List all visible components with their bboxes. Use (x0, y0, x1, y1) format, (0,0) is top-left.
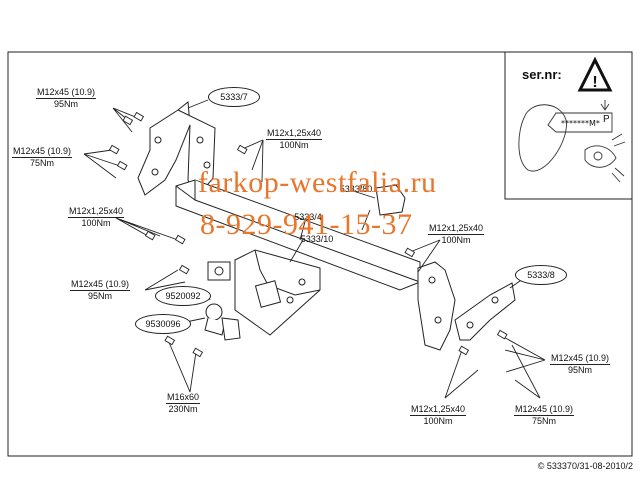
serial-p-mark: P (603, 114, 610, 125)
right-bracket (417, 261, 456, 351)
torque-label: M16x60 230Nm (166, 392, 201, 415)
fasteners (83, 107, 546, 399)
torque-value: 100Nm (81, 218, 111, 228)
tow-ball (204, 303, 241, 341)
serial-box-frame (504, 51, 633, 200)
bolt-spec: M12x45 (10.9) (36, 87, 97, 99)
outer-bracket-right (454, 282, 516, 341)
serial-stars-text: *******M* (561, 119, 600, 128)
torque-label: M12x45 (10.9) 95Nm (550, 353, 611, 376)
part-ref-oval: 5333/8 (515, 265, 567, 285)
watermark-site: farkop-westfalia.ru (198, 166, 437, 199)
bolt-marks (108, 111, 508, 358)
part-ref-oval: 9520092 (155, 286, 211, 306)
central-plate (234, 249, 321, 336)
socket-block (207, 261, 231, 281)
torque-value: 100Nm (441, 235, 471, 245)
drawing-frame (7, 51, 633, 457)
part-ref-oval: 5333/80 (339, 184, 373, 194)
torque-value: 95Nm (54, 99, 79, 109)
small-bracket (375, 184, 406, 216)
bolt-spec: M12x45 (10.9) (550, 353, 611, 365)
torque-value: 100Nm (279, 140, 309, 150)
watermark-phone: 8-929-941-15-37 (200, 208, 413, 241)
torque-label: M12x1,25x40 100Nm (428, 223, 485, 246)
part-ref-oval: 9530096 (135, 314, 191, 334)
bolt-spec: M16x60 (166, 392, 201, 404)
bolt-spec: M12x45 (10.9) (514, 404, 575, 416)
torque-label: M12x45 (10.9) 75Nm (514, 404, 575, 427)
bolt-spec: M12x1,25x40 (410, 404, 467, 416)
part-ref-oval: 5333/7 (208, 87, 260, 107)
torque-label: M12x45 (10.9) 75Nm (12, 146, 73, 169)
torque-value: 75Nm (30, 158, 55, 168)
torque-value: 100Nm (423, 416, 453, 426)
left-bracket (137, 101, 216, 202)
torque-value: 95Nm (88, 291, 113, 301)
bolt-spec: M12x45 (10.9) (70, 279, 131, 291)
torque-label: M12x1,25x40 100Nm (68, 206, 125, 229)
torque-value: 230Nm (168, 404, 198, 414)
torque-value: 75Nm (532, 416, 557, 426)
torque-value: 95Nm (568, 365, 593, 375)
bolt-spec: M12x1,25x40 (428, 223, 485, 235)
serial-plate-icon (518, 100, 626, 183)
torque-label: M12x45 (10.9) 95Nm (70, 279, 131, 302)
bolt-spec: M12x1,25x40 (68, 206, 125, 218)
copyright-footer: © 533370/31-08-2010/2 (537, 461, 633, 471)
part-ref-oval: 5333/10 (300, 234, 334, 244)
torque-label: M12x1,25x40 100Nm (410, 404, 467, 427)
part-ref-oval: 5333/4 (294, 212, 322, 222)
bolt-spec: M12x1,25x40 (266, 128, 323, 140)
torque-label: M12x45 (10.9) 95Nm (36, 87, 97, 110)
torque-label: M12x1,25x40 100Nm (266, 128, 323, 151)
svg-text:!: ! (592, 74, 597, 91)
bolt-spec: M12x45 (10.9) (12, 146, 73, 158)
warning-triangle-icon: ! (577, 56, 613, 92)
serial-number-label: ser.nr: (522, 67, 562, 82)
